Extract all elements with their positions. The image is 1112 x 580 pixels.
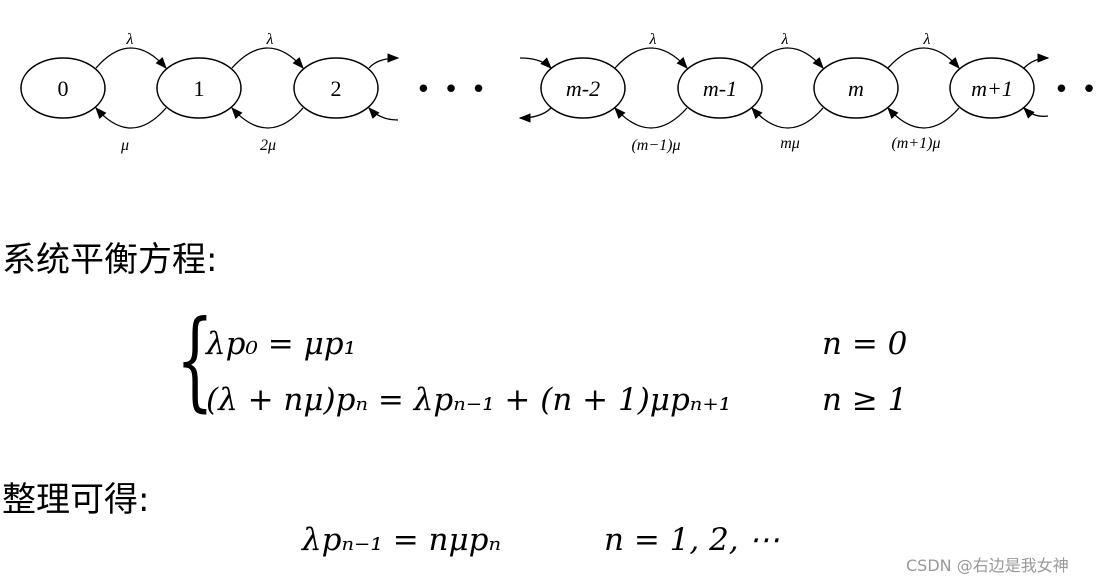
- state-node-0: [20, 57, 106, 119]
- simplified-equation: λpₙ₋₁ = nμpₙ: [302, 522, 502, 558]
- state-node-m-2-label: m-2: [566, 76, 600, 101]
- label-forward-m-2-m-1: λ: [649, 31, 657, 48]
- state-node-m-label: m: [848, 76, 864, 101]
- arc-backward-2-1: [231, 107, 304, 129]
- state-node-1-label: 1: [194, 76, 205, 101]
- state-node-0-label: 0: [58, 76, 69, 101]
- arc-stub-in-2: [368, 107, 399, 121]
- arc-stub-in-m+1: [1023, 107, 1049, 119]
- state-node-m: [813, 57, 899, 119]
- balance-equation-n0: λp₀ = μp₁: [206, 326, 357, 362]
- csdn-watermark: CSDN @右边是我女神: [906, 556, 1069, 575]
- label-backward-1-0: μ: [120, 137, 129, 154]
- balance-equation-general: (λ + nμ)pₙ = λpₙ₋₁ + (n + 1)μpₙ₊₁: [206, 382, 732, 418]
- balance-equations-heading: 系统平衡方程:: [2, 240, 218, 280]
- label-backward-m-m-1: mμ: [780, 135, 800, 152]
- arc-stub-out-2: [368, 53, 400, 69]
- state-node-m+1-label: m+1: [971, 76, 1013, 101]
- balance-condition-general: n ≥ 1: [822, 382, 908, 418]
- arc-backward-m-m-1: [751, 107, 824, 129]
- state-node-m-1-label: m-1: [703, 76, 737, 101]
- state-node-1: [156, 57, 242, 119]
- arc-forward-m-1-m: [751, 47, 824, 69]
- arc-stub-out-m-2: [518, 107, 552, 123]
- state-node-2-label: 2: [331, 76, 342, 101]
- arc-forward-0-1: [95, 47, 167, 69]
- birth-death-diagram: 0 1 2 λ λ μ 2μ • • • m-2 m-1 m m+1 λ λ λ…: [20, 31, 1112, 154]
- label-forward-m-m+1: λ: [923, 31, 931, 48]
- state-node-m-1: [677, 57, 763, 119]
- arc-backward-1-0: [95, 107, 167, 129]
- balance-condition-n0: n = 0: [822, 326, 908, 362]
- arc-stub-in-m-2: [519, 57, 552, 69]
- chain-ellipsis-middle: • • •: [416, 75, 489, 105]
- state-node-2: [293, 57, 379, 119]
- label-backward-2-1: 2μ: [260, 137, 276, 154]
- simplified-condition: n = 1, 2, ⋯: [604, 522, 780, 558]
- state-node-m-2: [540, 57, 626, 119]
- label-forward-1-2: λ: [266, 31, 274, 48]
- label-forward-m-1-m: λ: [781, 31, 789, 48]
- arc-backward-m+1-m: [887, 107, 960, 129]
- arc-forward-m-2-m-1: [614, 47, 688, 69]
- state-node-m+1: [949, 57, 1035, 119]
- label-backward-m-1-m-2: (m−1)μ: [631, 137, 680, 154]
- arc-forward-m-m+1: [887, 47, 960, 69]
- label-backward-m+1-m: (m+1)μ: [891, 135, 940, 152]
- label-forward-0-1: λ: [126, 31, 134, 48]
- arc-stub-out-m+1: [1023, 53, 1050, 69]
- simplified-heading: 整理可得:: [2, 480, 150, 520]
- equation-system-brace: {: [176, 298, 214, 423]
- arc-backward-m-1-m-2: [614, 107, 688, 129]
- arc-forward-1-2: [231, 47, 304, 69]
- chain-ellipsis-end: • • •: [1054, 75, 1112, 105]
